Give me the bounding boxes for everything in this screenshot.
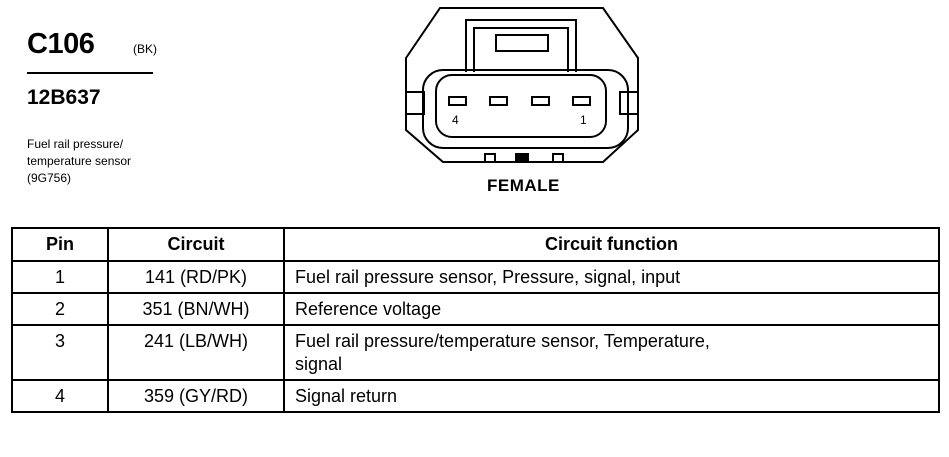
function-line: Fuel rail pressure sensor, Pressure, sig… <box>295 267 681 287</box>
function-cell: Fuel rail pressure sensor, Pressure, sig… <box>283 260 940 294</box>
latch-tab <box>465 19 577 72</box>
terminal-4 <box>448 96 467 106</box>
pin-table: Pin Circuit Circuit function 1 141 (RD/P… <box>11 227 940 413</box>
header-circuit: Circuit <box>107 227 285 262</box>
bottom-key <box>515 153 529 163</box>
pin-cell: 1 <box>11 260 109 294</box>
bottom-key <box>552 153 564 163</box>
function-line: Signal return <box>295 386 398 406</box>
latch-inner <box>473 27 569 72</box>
function-line: Fuel rail pressure/temperature sensor, T… <box>295 331 710 351</box>
circuit-cell: 351 (BN/WH) <box>107 292 285 326</box>
header-circuit-function: Circuit function <box>283 227 940 262</box>
circuit-cell: 359 (GY/RD) <box>107 379 285 413</box>
function-line: Reference voltage <box>295 299 442 319</box>
connector-gender-label: FEMALE <box>487 176 560 195</box>
circuit-cell: 241 (LB/WH) <box>107 324 285 381</box>
connector-color: (BK) <box>133 42 157 56</box>
terminal-cavity <box>435 74 607 138</box>
function-cell: Signal return <box>283 379 940 413</box>
latch-window <box>495 34 549 52</box>
part-number: 12B637 <box>27 86 101 109</box>
bottom-key <box>484 153 496 163</box>
pin-cell: 3 <box>11 324 109 381</box>
right-ear <box>619 91 638 115</box>
function-line: signal <box>295 354 343 374</box>
header-pin: Pin <box>11 227 109 262</box>
terminal-3 <box>489 96 508 106</box>
terminal-2 <box>531 96 550 106</box>
function-cell: Fuel rail pressure/temperature sensor, T… <box>283 324 940 381</box>
title-underline <box>27 72 153 74</box>
connector-code: C106 <box>27 28 95 60</box>
connector-housing <box>405 7 639 163</box>
description-line: Fuel rail pressure/ <box>27 137 124 151</box>
left-ear <box>406 91 425 115</box>
table-row: 2 351 (BN/WH) Reference voltage <box>11 292 940 326</box>
pin-cell: 2 <box>11 292 109 326</box>
description-line: temperature sensor <box>27 154 132 168</box>
table-row: 4 359 (GY/RD) Signal return <box>11 379 940 413</box>
circuit-cell: 141 (RD/PK) <box>107 260 285 294</box>
table-row: 3 241 (LB/WH) Fuel rail pressure/tempera… <box>11 324 940 381</box>
table-header-row: Pin Circuit Circuit function <box>11 227 940 262</box>
table-row: 1 141 (RD/PK) Fuel rail pressure sensor,… <box>11 260 940 294</box>
description-line: (9G756) <box>27 171 72 185</box>
pin-number-left: 4 <box>452 113 459 127</box>
connector-header: C106 (BK) 12B637 Fuel rail pressure/ tem… <box>0 0 949 220</box>
connector-face-diagram: 4 1 <box>405 7 639 163</box>
pin-number-right: 1 <box>580 113 587 127</box>
terminal-1 <box>572 96 591 106</box>
pin-cell: 4 <box>11 379 109 413</box>
function-cell: Reference voltage <box>283 292 940 326</box>
